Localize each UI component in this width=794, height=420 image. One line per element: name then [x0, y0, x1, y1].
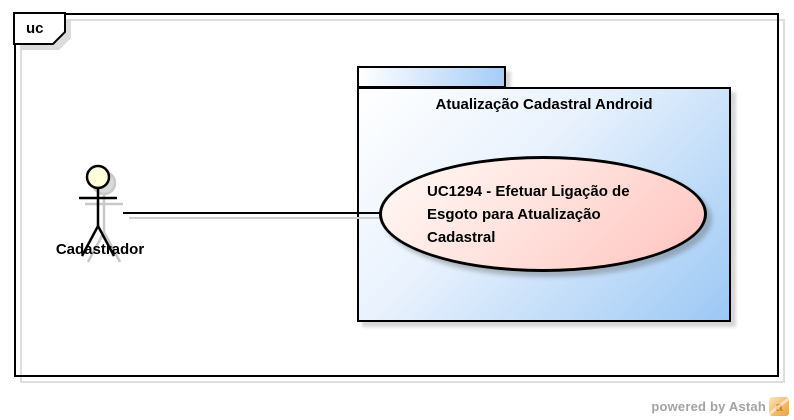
watermark-text: powered by Astah [651, 399, 766, 414]
frame-pentagon-shape [13, 12, 66, 45]
watermark: powered by Astah a [651, 397, 789, 416]
frame-name-pentagon [13, 12, 71, 50]
package-tab[interactable] [357, 66, 506, 88]
association-line[interactable] [123, 212, 383, 214]
usecase-label: UC1294 - Efetuar Ligação de Esgoto para … [427, 183, 630, 246]
actor-figure[interactable] [79, 164, 117, 257]
usecase-ellipse[interactable] [379, 156, 707, 272]
association-line-shadow [129, 217, 387, 219]
uml-frame [14, 13, 779, 377]
frame-shadow [20, 19, 785, 383]
actor-icon[interactable] [66, 154, 144, 266]
actor-head [85, 164, 111, 190]
actor-name-label: Cadastrador [55, 241, 145, 258]
package-title: Atualização Cadastral Android [435, 96, 653, 113]
actor-left-leg [80, 225, 100, 257]
actor-right-leg [96, 225, 116, 257]
frame-kind-label: uc [26, 20, 44, 37]
astah-logo-icon: a [769, 397, 789, 416]
